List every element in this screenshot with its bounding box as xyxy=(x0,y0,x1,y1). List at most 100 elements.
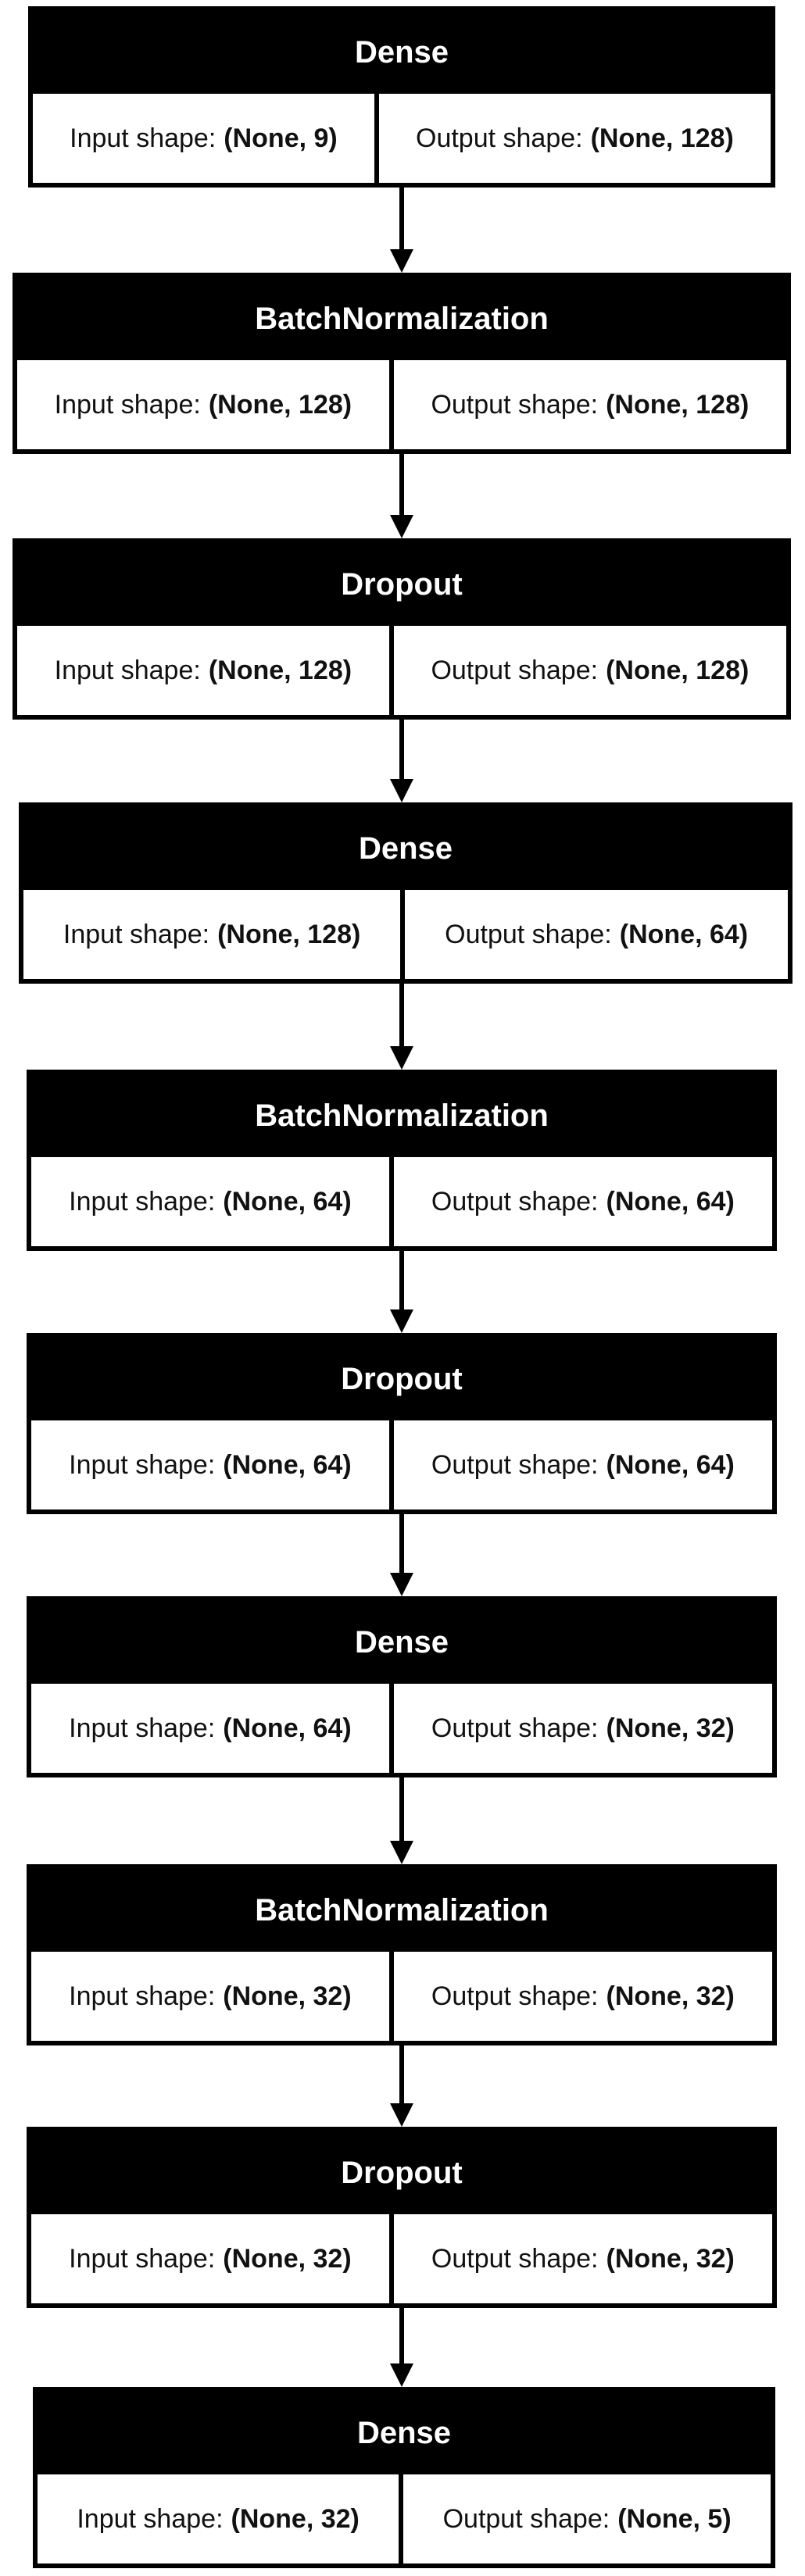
output-shape-cell: Output shape: (None, 32) xyxy=(393,1952,773,2041)
layer-title: Dropout xyxy=(341,566,463,602)
output-shape-label: Output shape: xyxy=(431,389,599,420)
layer-box: BatchNormalization Input shape: (None, 3… xyxy=(27,1864,777,2045)
flow-arrow xyxy=(390,1777,413,1864)
input-shape-label: Input shape: xyxy=(77,2503,224,2534)
flow-arrow xyxy=(390,984,413,1070)
input-shape-label: Input shape: xyxy=(69,1713,216,1743)
output-shape-cell: Output shape: (None, 5) xyxy=(403,2474,771,2563)
output-shape-label: Output shape: xyxy=(416,123,583,153)
layer-title: Dense xyxy=(354,34,449,70)
input-shape-label: Input shape: xyxy=(54,655,201,685)
layer-title: Dropout xyxy=(341,2155,463,2190)
output-shape-value: (None, 128) xyxy=(606,655,750,685)
flow-arrow xyxy=(390,1514,413,1596)
output-shape-label: Output shape: xyxy=(431,655,599,685)
layer-shape-row: Input shape: (None, 64) Output shape: (N… xyxy=(31,1684,773,1773)
input-shape-value: (None, 64) xyxy=(223,1449,352,1480)
layer-box: Dropout Input shape: (None, 64) Output s… xyxy=(27,1333,777,1514)
layer-title: Dense xyxy=(354,1624,449,1660)
input-shape-cell: Input shape: (None, 64) xyxy=(31,1420,389,1510)
layer-shape-row: Input shape: (None, 128) Output shape: (… xyxy=(17,626,787,715)
layer-shape-row: Input shape: (None, 128) Output shape: (… xyxy=(17,360,787,449)
output-shape-value: (None, 64) xyxy=(606,1186,735,1217)
output-shape-cell: Output shape: (None, 128) xyxy=(393,626,787,715)
layer-box: Dense Input shape: (None, 32) Output sha… xyxy=(33,2387,775,2568)
output-shape-value: (None, 32) xyxy=(606,2243,735,2274)
layer-title: BatchNormalization xyxy=(255,301,549,336)
output-shape-cell: Output shape: (None, 64) xyxy=(393,1157,773,1246)
input-shape-value: (None, 64) xyxy=(223,1186,352,1217)
input-shape-value: (None, 128) xyxy=(208,655,352,685)
layer-box: Dense Input shape: (None, 128) Output sh… xyxy=(19,802,792,984)
layer-shape-row: Input shape: (None, 32) Output shape: (N… xyxy=(31,2214,773,2303)
flow-arrow xyxy=(390,720,413,802)
layer-title: Dense xyxy=(356,2415,452,2450)
layer-box: Dense Input shape: (None, 64) Output sha… xyxy=(27,1596,777,1777)
output-shape-cell: Output shape: (None, 128) xyxy=(378,94,771,183)
input-shape-label: Input shape: xyxy=(70,123,216,153)
output-shape-label: Output shape: xyxy=(445,919,612,949)
input-shape-label: Input shape: xyxy=(54,389,201,420)
output-shape-value: (None, 5) xyxy=(617,2503,732,2534)
layer-shape-row: Input shape: (None, 32) Output shape: (N… xyxy=(38,2474,771,2563)
layer-box: Dense Input shape: (None, 9) Output shap… xyxy=(28,6,775,188)
input-shape-cell: Input shape: (None, 32) xyxy=(31,1952,389,2041)
input-shape-cell: Input shape: (None, 32) xyxy=(31,2214,389,2303)
output-shape-value: (None, 32) xyxy=(606,1713,735,1743)
layer-box: BatchNormalization Input shape: (None, 6… xyxy=(27,1070,777,1251)
input-shape-value: (None, 128) xyxy=(217,919,361,949)
layer-box: Dropout Input shape: (None, 128) Output … xyxy=(13,538,791,720)
input-shape-label: Input shape: xyxy=(69,1981,216,2011)
output-shape-cell: Output shape: (None, 64) xyxy=(393,1420,773,1510)
input-shape-cell: Input shape: (None, 64) xyxy=(31,1684,389,1773)
output-shape-label: Output shape: xyxy=(431,1449,599,1480)
output-shape-value: (None, 128) xyxy=(590,123,734,153)
layer-title: BatchNormalization xyxy=(255,1098,549,1133)
output-shape-label: Output shape: xyxy=(431,2243,599,2274)
input-shape-label: Input shape: xyxy=(63,919,210,949)
input-shape-label: Input shape: xyxy=(69,2243,216,2274)
layer-shape-row: Input shape: (None, 128) Output shape: (… xyxy=(23,890,789,979)
output-shape-cell: Output shape: (None, 64) xyxy=(405,890,789,979)
input-shape-value: (None, 32) xyxy=(223,1981,352,2011)
input-shape-label: Input shape: xyxy=(69,1449,216,1480)
layer-shape-row: Input shape: (None, 9) Output shape: (No… xyxy=(33,94,771,183)
output-shape-value: (None, 64) xyxy=(606,1449,735,1480)
flow-arrow xyxy=(390,2045,413,2127)
flow-arrow xyxy=(390,188,413,273)
output-shape-cell: Output shape: (None, 32) xyxy=(393,2214,773,2303)
input-shape-value: (None, 128) xyxy=(208,389,352,420)
output-shape-label: Output shape: xyxy=(442,2503,610,2534)
output-shape-label: Output shape: xyxy=(431,1713,599,1743)
input-shape-cell: Input shape: (None, 32) xyxy=(38,2474,399,2563)
input-shape-cell: Input shape: (None, 128) xyxy=(17,360,389,449)
input-shape-cell: Input shape: (None, 64) xyxy=(31,1157,389,1246)
layer-box: Dropout Input shape: (None, 32) Output s… xyxy=(27,2127,777,2308)
layer-shape-row: Input shape: (None, 64) Output shape: (N… xyxy=(31,1420,773,1510)
flow-arrow xyxy=(390,1251,413,1333)
output-shape-value: (None, 128) xyxy=(606,389,750,420)
input-shape-label: Input shape: xyxy=(69,1186,216,1217)
output-shape-value: (None, 64) xyxy=(619,919,749,949)
input-shape-cell: Input shape: (None, 128) xyxy=(17,626,389,715)
input-shape-value: (None, 32) xyxy=(231,2503,360,2534)
input-shape-value: (None, 32) xyxy=(223,2243,352,2274)
input-shape-value: (None, 64) xyxy=(223,1713,352,1743)
layer-shape-row: Input shape: (None, 64) Output shape: (N… xyxy=(31,1157,773,1246)
input-shape-value: (None, 9) xyxy=(224,123,338,153)
layer-title: Dense xyxy=(358,831,453,866)
flow-arrow xyxy=(390,454,413,538)
layer-title: Dropout xyxy=(341,1361,463,1396)
output-shape-cell: Output shape: (None, 32) xyxy=(393,1684,773,1773)
output-shape-cell: Output shape: (None, 128) xyxy=(393,360,787,449)
input-shape-cell: Input shape: (None, 9) xyxy=(33,94,374,183)
output-shape-label: Output shape: xyxy=(431,1981,599,2011)
layer-shape-row: Input shape: (None, 32) Output shape: (N… xyxy=(31,1952,773,2041)
input-shape-cell: Input shape: (None, 128) xyxy=(23,890,401,979)
output-shape-value: (None, 32) xyxy=(606,1981,735,2011)
output-shape-label: Output shape: xyxy=(431,1186,599,1217)
layer-box: BatchNormalization Input shape: (None, 1… xyxy=(13,273,791,454)
flow-arrow xyxy=(390,2308,413,2387)
layer-title: BatchNormalization xyxy=(255,1892,549,1928)
